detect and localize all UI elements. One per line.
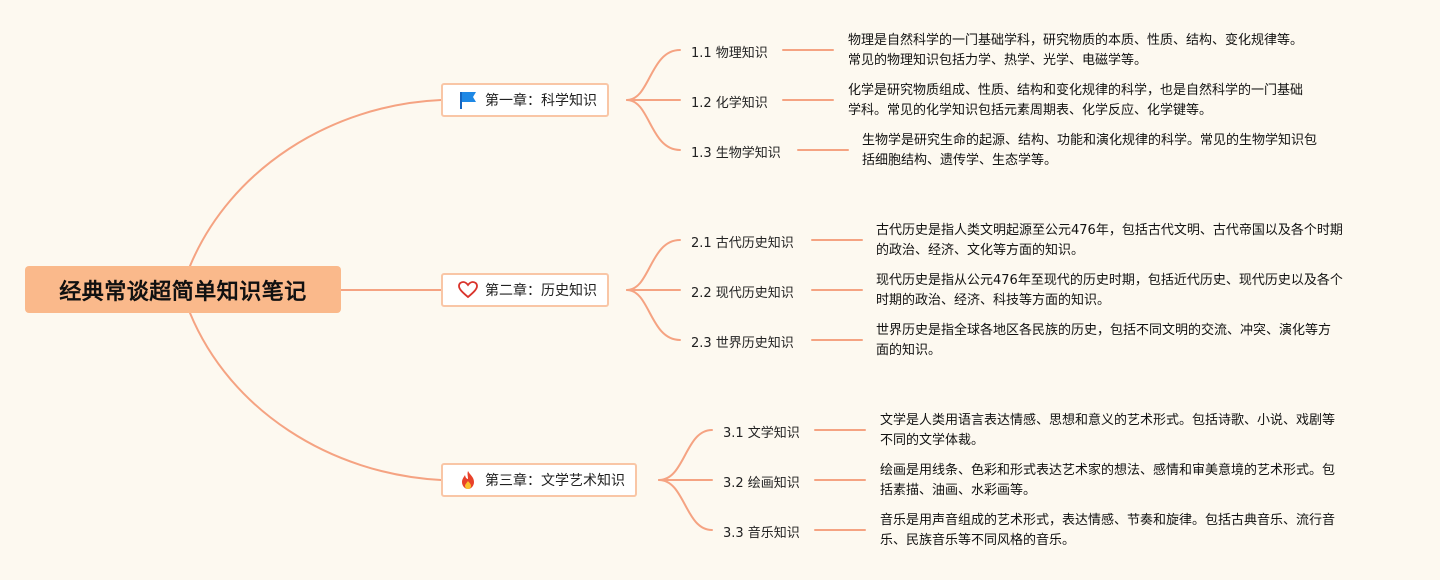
chapter-node-science[interactable]: 第一章：科学知识 — [441, 83, 609, 117]
connector-ch2-t3 — [626, 289, 681, 341]
topic-1-2-desc: 化学是研究物质组成、性质、结构和变化规律的科学，也是自然科学的一门基础 学科。常… — [848, 81, 1348, 121]
desc-line: 括素描、油画、水彩画等。 — [880, 483, 1037, 498]
connector-ch2-t1 — [626, 239, 681, 291]
desc-line: 音乐是用声音组成的艺术形式，表达情感、节奏和旋律。包括古典音乐、流行音 — [880, 513, 1336, 528]
topic-2-1[interactable]: 2.1 古代历史知识 — [691, 236, 794, 251]
desc-line: 化学是研究物质组成、性质、结构和变化规律的科学，也是自然科学的一门基础 — [848, 83, 1304, 98]
root-node[interactable]: 经典常谈超简单知识笔记 — [25, 266, 341, 313]
desc-line: 物理是自然科学的一门基础学科，研究物质的本质、性质、结构、变化规律等。 — [848, 33, 1304, 48]
desc-line: 面的知识。 — [876, 343, 942, 358]
topic-1-2[interactable]: 1.2 化学知识 — [691, 96, 768, 111]
topic-1-1-desc: 物理是自然科学的一门基础学科，研究物质的本质、性质、结构、变化规律等。 常见的物… — [848, 31, 1348, 71]
connector-root-ch1 — [189, 99, 442, 267]
topic-3-1-desc: 文学是人类用语言表达情感、思想和意义的艺术形式。包括诗歌、小说、戏剧等 不同的文… — [880, 411, 1380, 451]
connector-root-ch3 — [189, 312, 442, 481]
topic-3-3-desc: 音乐是用声音组成的艺术形式，表达情感、节奏和旋律。包括古典音乐、流行音 乐、民族… — [880, 511, 1380, 551]
chapter-title: 第三章：文学艺术知识 — [485, 473, 625, 489]
desc-line: 文学是人类用语言表达情感、思想和意义的艺术形式。包括诗歌、小说、戏剧等 — [880, 413, 1336, 428]
topic-3-2[interactable]: 3.2 绘画知识 — [723, 476, 800, 491]
root-title: 经典常谈超简单知识笔记 — [59, 279, 307, 305]
connector-ch1-t1 — [626, 49, 681, 101]
heart-outline-icon — [457, 279, 479, 301]
desc-line: 乐、民族音乐等不同风格的音乐。 — [880, 533, 1076, 548]
chapter-node-literature-art[interactable]: 第三章：文学艺术知识 — [441, 463, 637, 497]
desc-line: 现代历史是指从公元476年至现代的历史时期，包括近代历史、现代历史以及各个 — [876, 273, 1343, 288]
desc-line: 括细胞结构、遗传学、生态学等。 — [862, 153, 1058, 168]
desc-line: 生物学是研究生命的起源、结构、功能和演化规律的科学。常见的生物学知识包 — [862, 133, 1318, 148]
desc-line: 的政治、经济、文化等方面的知识。 — [876, 243, 1085, 258]
topic-2-3[interactable]: 2.3 世界历史知识 — [691, 336, 794, 351]
connector-ch3-t1 — [658, 429, 713, 481]
topic-3-1[interactable]: 3.1 文学知识 — [723, 426, 800, 441]
topic-1-3-desc: 生物学是研究生命的起源、结构、功能和演化规律的科学。常见的生物学知识包 括细胞结… — [862, 131, 1362, 171]
desc-line: 世界历史是指全球各地区各民族的历史，包括不同文明的交流、冲突、演化等方 — [876, 323, 1332, 338]
topic-1-1[interactable]: 1.1 物理知识 — [691, 46, 768, 61]
topic-3-2-desc: 绘画是用线条、色彩和形式表达艺术家的想法、感情和审美意境的艺术形式。包 括素描、… — [880, 461, 1380, 501]
desc-line: 古代历史是指人类文明起源至公元476年，包括古代文明、古代帝国以及各个时期 — [876, 223, 1343, 238]
chapter-title: 第二章：历史知识 — [485, 283, 597, 299]
topic-1-3[interactable]: 1.3 生物学知识 — [691, 146, 781, 161]
desc-line: 常见的物理知识包括力学、热学、光学、电磁学等。 — [848, 53, 1148, 68]
desc-line: 不同的文学体裁。 — [880, 433, 985, 448]
connector-ch1-t3 — [626, 99, 681, 151]
topic-2-3-desc: 世界历史是指全球各地区各民族的历史，包括不同文明的交流、冲突、演化等方 面的知识… — [876, 321, 1376, 361]
desc-line: 时期的政治、经济、科技等方面的知识。 — [876, 293, 1111, 308]
blue-flag-icon — [457, 89, 479, 111]
topic-2-1-desc: 古代历史是指人类文明起源至公元476年，包括古代文明、古代帝国以及各个时期 的政… — [876, 221, 1376, 261]
desc-line: 绘画是用线条、色彩和形式表达艺术家的想法、感情和审美意境的艺术形式。包 — [880, 463, 1336, 478]
connector-ch3-t3 — [658, 479, 713, 531]
topic-3-3[interactable]: 3.3 音乐知识 — [723, 526, 800, 541]
chapter-title: 第一章：科学知识 — [485, 93, 597, 109]
fire-icon — [457, 469, 479, 491]
topic-2-2[interactable]: 2.2 现代历史知识 — [691, 286, 794, 301]
desc-line: 学科。常见的化学知识包括元素周期表、化学反应、化学键等。 — [848, 103, 1213, 118]
chapter-node-history[interactable]: 第二章：历史知识 — [441, 273, 609, 307]
topic-2-2-desc: 现代历史是指从公元476年至现代的历史时期，包括近代历史、现代历史以及各个 时期… — [876, 271, 1376, 311]
